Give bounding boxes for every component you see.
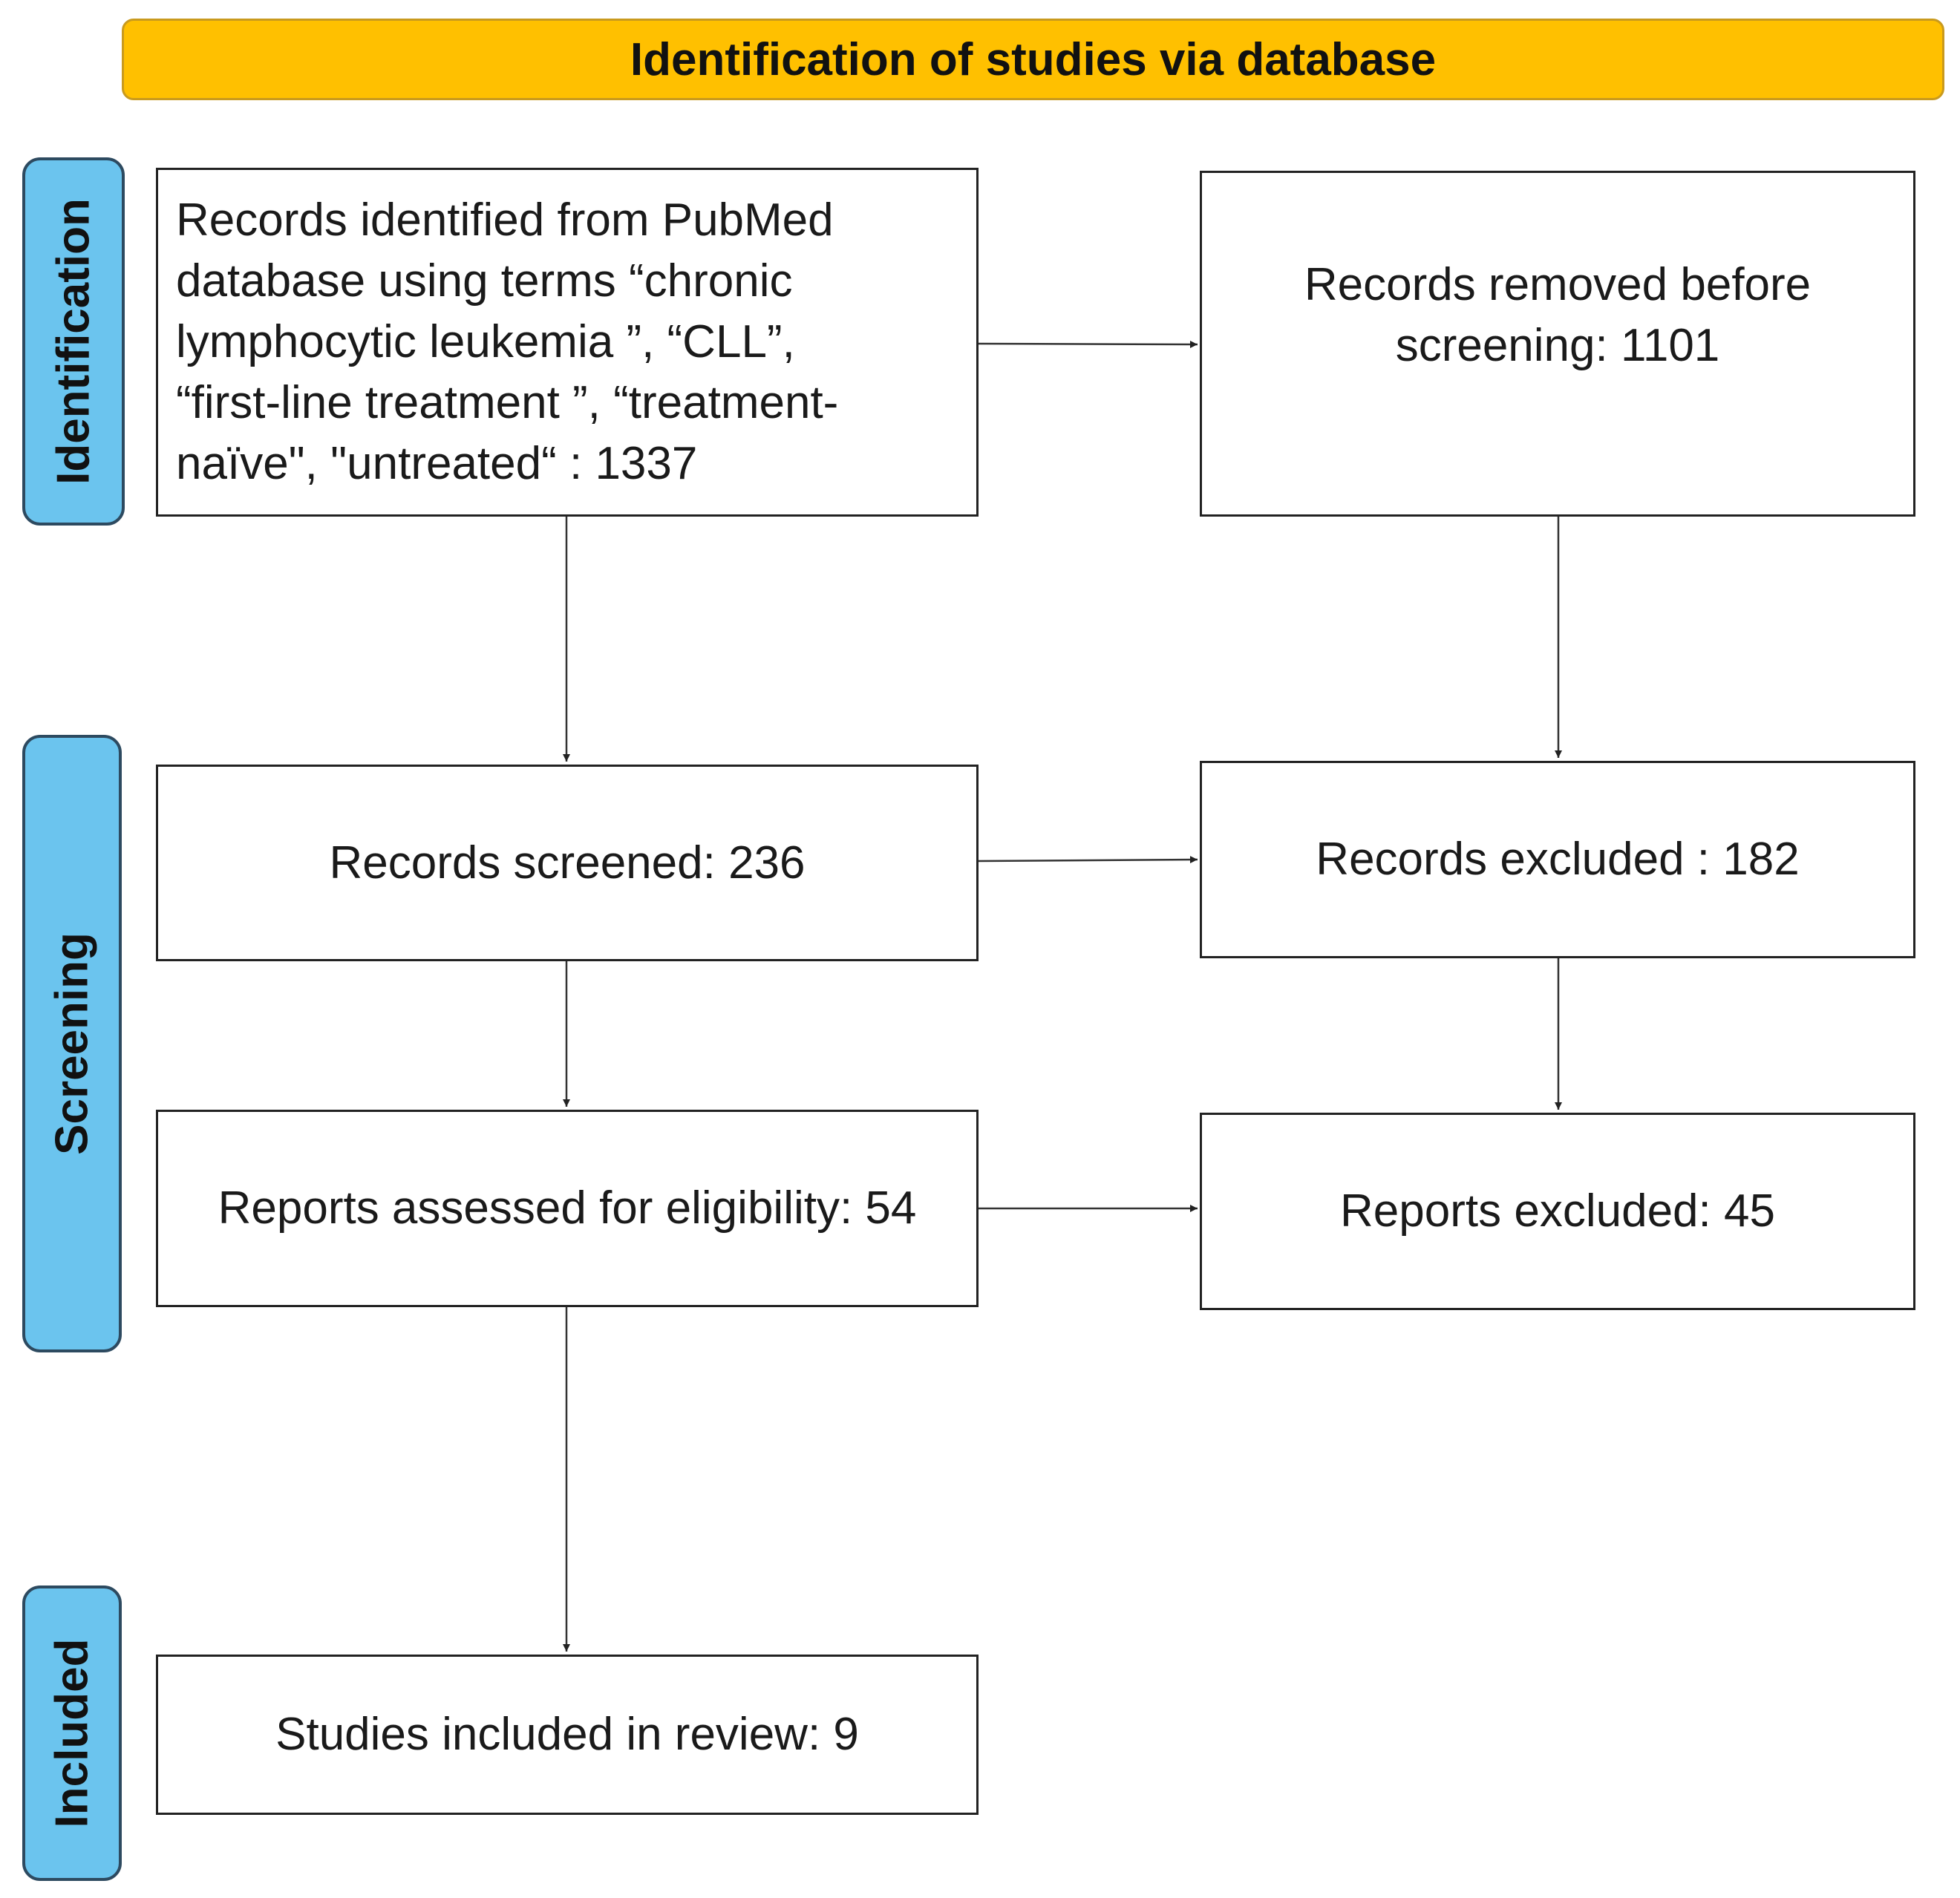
records-screened-text: Records screened: 236 xyxy=(329,837,806,889)
diagram-title-banner: Identification of studies via database xyxy=(122,19,1944,100)
phase-identification: Identification xyxy=(22,157,125,526)
reports-excluded-text: Reports excluded: 45 xyxy=(1340,1185,1775,1237)
phase-screening: Screening xyxy=(22,735,122,1352)
records-screened-box: Records screened: 236 xyxy=(156,765,979,961)
records-removed-box: Records removed before screening: 1101 xyxy=(1200,171,1915,517)
reports-excluded-box: Reports excluded: 45 xyxy=(1200,1113,1915,1310)
records-excluded-text: Records excluded : 182 xyxy=(1316,834,1800,886)
records-identified-text: Records identified from PubMed database … xyxy=(176,194,839,489)
reports-assessed-text: Reports assessed for eligibility: 54 xyxy=(218,1182,917,1234)
diagram-title: Identification of studies via database xyxy=(630,33,1437,85)
studies-included-box: Studies included in review: 9 xyxy=(156,1655,979,1815)
records-removed-text: Records removed before screening: 1101 xyxy=(1304,259,1812,371)
reports-assessed-box: Reports assessed for eligibility: 54 xyxy=(156,1110,979,1307)
records-excluded-box: Records excluded : 182 xyxy=(1200,761,1915,958)
studies-included-text: Studies included in review: 9 xyxy=(275,1709,859,1761)
phase-included: Included xyxy=(22,1586,122,1881)
arrow-screened-to-excluded xyxy=(978,856,1198,864)
records-identified-box: Records identified from PubMed database … xyxy=(156,168,979,517)
